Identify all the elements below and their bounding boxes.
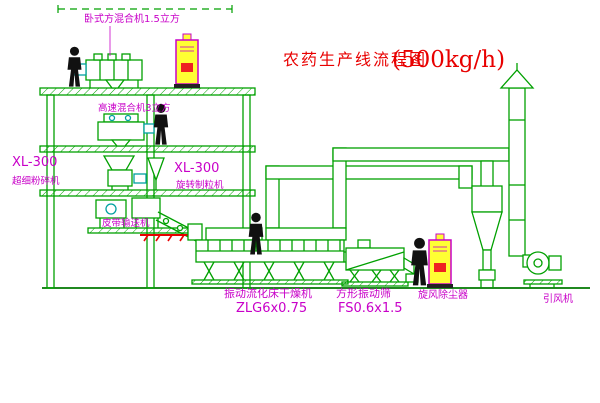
induced-draft-fan [522, 251, 563, 288]
crane-rail-line [57, 5, 233, 13]
granulator-mill [102, 155, 165, 190]
horizontal-mixer [73, 53, 143, 89]
label-xl300-center: XL-300 [174, 161, 219, 176]
label-xl300-left: XL-300 [12, 155, 57, 170]
label-granulator-center: 旋转制粒机 [176, 179, 224, 191]
label-cyclone: 旋风除尘器 [418, 288, 468, 301]
cyclone-separator [471, 185, 503, 288]
vibrating-sieve [341, 239, 419, 287]
label-sieve-model: FS0.6x1.5 [338, 301, 403, 316]
label-high-speed-mixer: 高速混合机3立方 [98, 102, 171, 114]
label-dryer-name: 振动流化床干燥机 [224, 286, 312, 300]
control-cabinet-1 [173, 33, 201, 89]
label-top-mixer: 卧式方混合机1.5立方 [84, 12, 180, 25]
fluid-bed-dryer [187, 223, 359, 285]
control-cabinet-2 [426, 233, 454, 289]
exhaust-stack [499, 63, 535, 257]
person-figure-top-floor [67, 46, 82, 87]
label-fan: 引风机 [543, 292, 573, 305]
diagram-title: 农药生产线流程图 [283, 50, 427, 69]
high-speed-mixer [97, 113, 155, 147]
belt-conveyor-assembly [95, 197, 201, 243]
label-sieve-name: 方形振动筛 [336, 286, 391, 300]
label-mill-left: 超细粉碎机 [12, 175, 60, 187]
label-belt-conveyor: 皮带输送机 [102, 217, 150, 229]
diagram-title-capacity: (500kg/h) [392, 47, 505, 73]
label-dryer-model: ZLG6x0.75 [236, 301, 307, 316]
